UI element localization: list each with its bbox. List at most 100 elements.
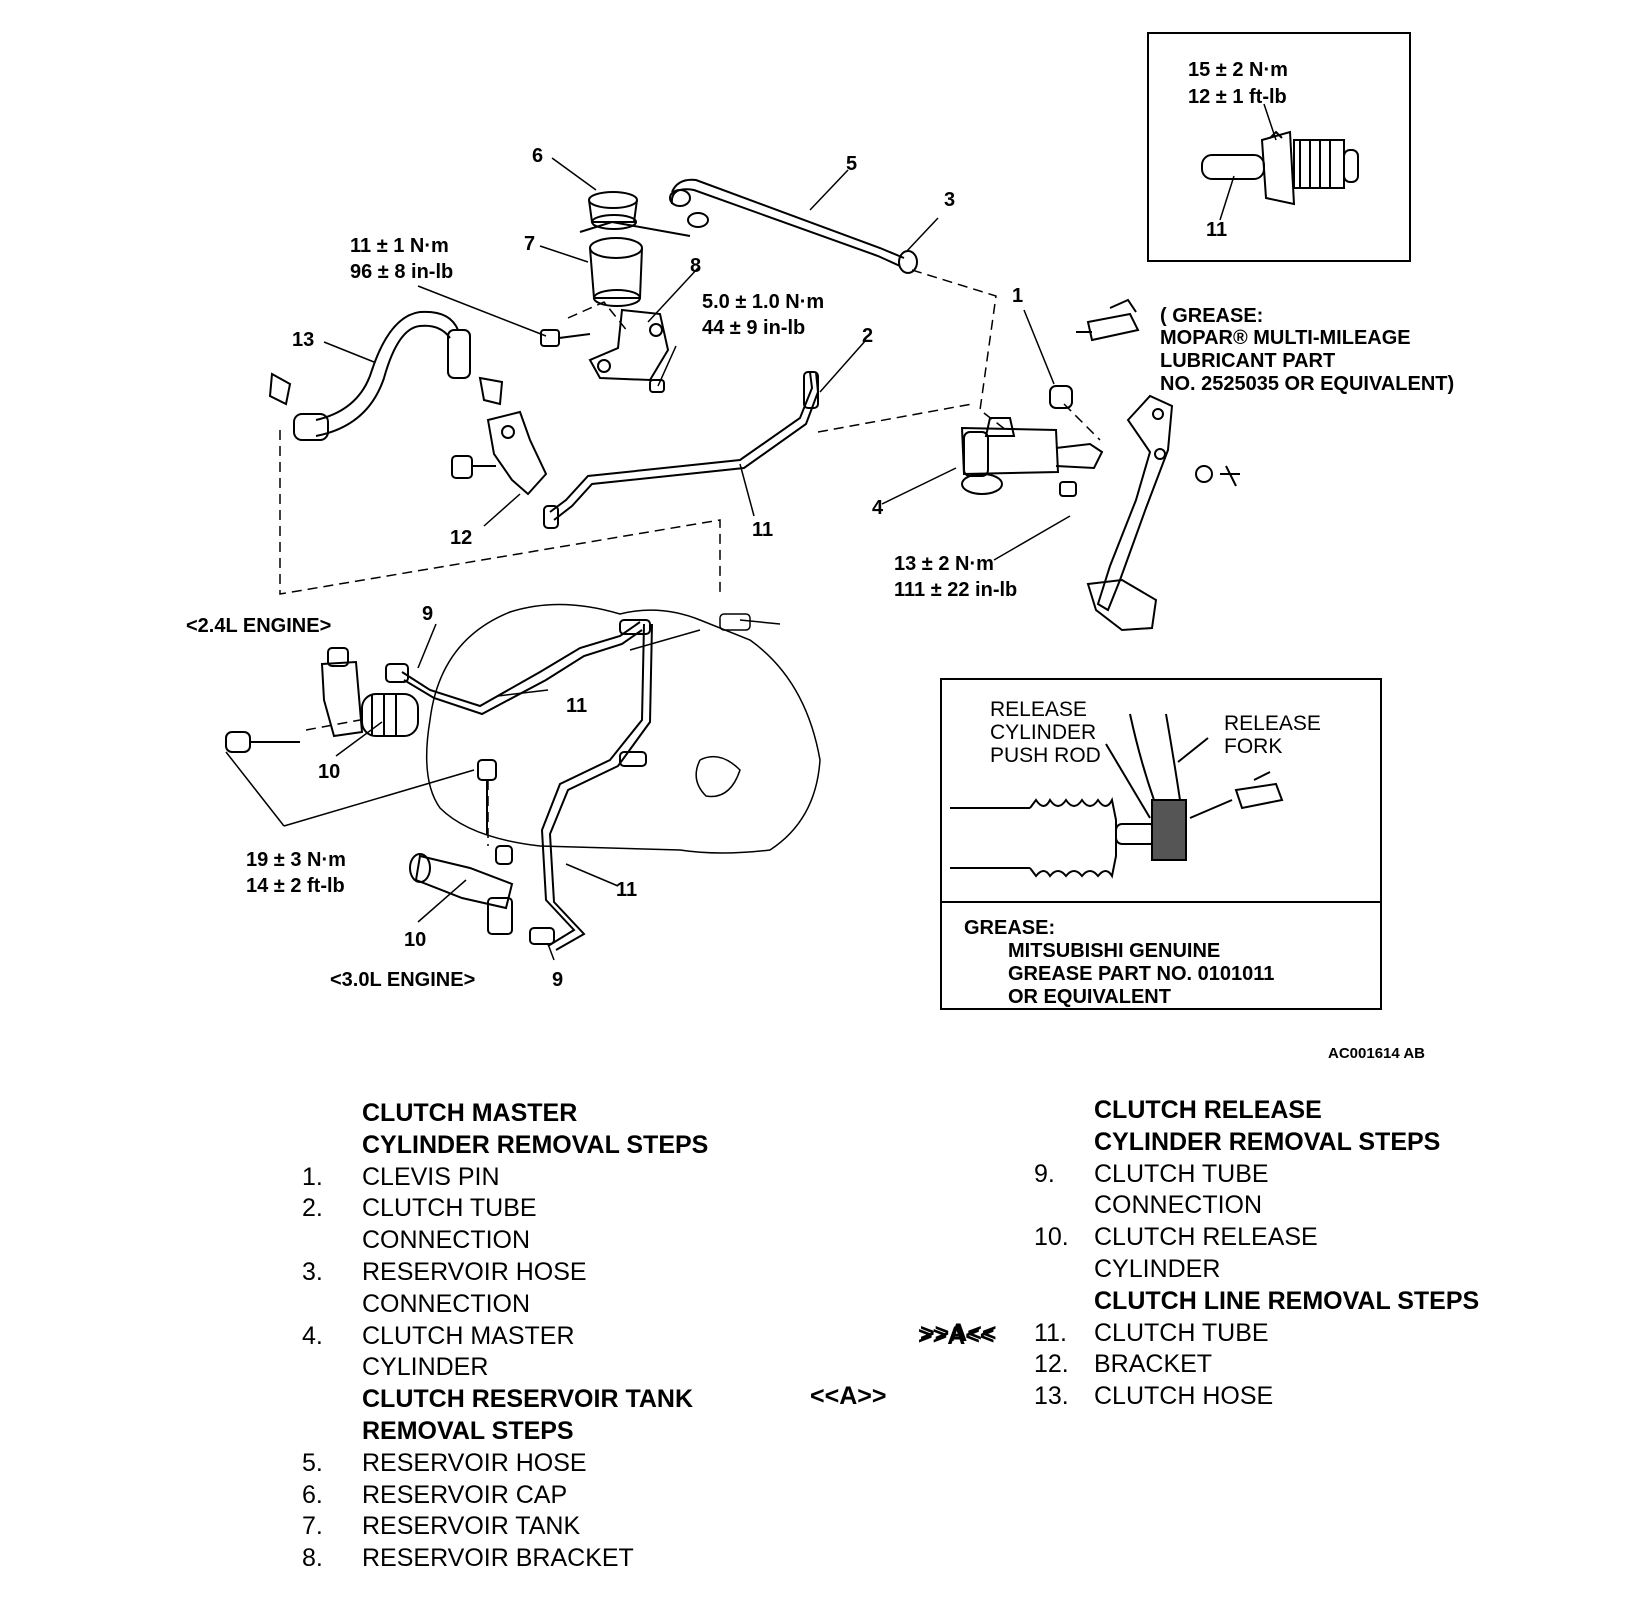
inset-grease-line2: MITSUBISHI GENUINE — [1008, 940, 1220, 962]
release-cylinder-2-4-drawing — [225, 647, 419, 753]
torque-inset-ftlb: 12 ± 1 ft-lb — [1188, 86, 1287, 108]
step-number: 6. — [302, 1480, 323, 1509]
step-number: 13. — [1034, 1382, 1069, 1411]
torque-master-nm: 13 ± 2 N·m — [894, 553, 994, 575]
master-steps-header-2: CYLINDER REMOVAL STEPS — [362, 1130, 709, 1159]
fork-label-2: FORK — [1224, 735, 1282, 758]
torque-release-nm: 19 ± 3 N·m — [246, 849, 346, 871]
engine-label-3-0l: <3.0L ENGINE> — [330, 969, 475, 991]
step-text: RESERVOIR HOSE — [362, 1448, 587, 1477]
callout-11: 11 — [616, 879, 637, 901]
torque-release-ftlb: 14 ± 2 ft-lb — [246, 875, 345, 897]
torque-reservoir-nm: 5.0 ± 1.0 N·m — [702, 291, 824, 313]
fork-label-1: RELEASE — [1224, 712, 1321, 735]
step-8: 8.RESERVOIR BRACKET — [302, 1543, 1022, 1575]
service-point-mark: <<A>> — [810, 1381, 887, 1410]
push-rod-label-2: CYLINDER — [990, 721, 1096, 744]
transmission-outline — [425, 603, 821, 854]
torque-master-inlb: 111 ± 22 in-lb — [894, 579, 1017, 601]
grease-note-line4: NO. 2525035 OR EQUIVALENT) — [1160, 373, 1454, 395]
step-text: CLEVIS PIN — [362, 1162, 500, 1191]
inset-grease-line3: GREASE PART NO. 0101011 — [1008, 963, 1274, 985]
step-6: 6. RESERVOIR CAP — [302, 1480, 1022, 1512]
callout-9: 9 — [552, 969, 563, 991]
clutch-exploded-diagram: 6 5 3 7 8 1 13 2 4 11 12 9 11 10 11 10 9… — [186, 32, 1454, 1062]
tube-fitting-drawing — [1201, 130, 1359, 206]
figure-code: AC001614 AB — [1328, 1045, 1425, 1062]
line-bracket-drawing — [451, 410, 548, 496]
torque-inset-nm: 15 ± 2 N·m — [1188, 59, 1288, 81]
line-steps-header: CLUTCH LINE REMOVAL STEPS — [1094, 1286, 1480, 1315]
step-12: 12. BRACKET — [1034, 1349, 1634, 1381]
callout-8: 8 — [690, 255, 701, 277]
step-text: CLUTCH RELEASE — [1094, 1223, 1318, 1252]
step-number: 3. — [302, 1257, 323, 1286]
master-steps-header-1: CLUTCH MASTER — [362, 1099, 578, 1127]
leader-lines — [225, 103, 1277, 961]
step-10: 10. CLUTCH RELEASE — [1034, 1222, 1634, 1254]
right-removal-steps: CLUTCH RELEASE CYLINDER REMOVAL STEPS 9.… — [810, 1095, 1634, 1413]
step-text-cont: CYLINDER — [362, 1353, 489, 1382]
step-number: 10. — [1034, 1223, 1069, 1252]
clutch-tube-upper-drawing — [543, 371, 820, 529]
release-detail-drawing — [950, 713, 1284, 879]
step-text: CLUTCH TUBE — [1094, 1318, 1269, 1347]
step-text: RESERVOIR TANK — [362, 1512, 581, 1541]
callout-2: 2 — [862, 325, 873, 347]
step-text-cont: CONNECTION — [1094, 1191, 1263, 1220]
grease-note-line3: LUBRICANT PART — [1160, 350, 1335, 372]
push-rod-label-3: PUSH ROD — [990, 744, 1101, 767]
callout-7: 7 — [524, 233, 535, 255]
step-text: BRACKET — [1094, 1350, 1213, 1379]
inset-grease-line1: GREASE: — [964, 917, 1055, 939]
step-text: CLUTCH MASTER — [362, 1321, 575, 1350]
step-13: 13. CLUTCH HOSE — [1034, 1381, 1634, 1413]
callout-10: 10 — [318, 761, 340, 783]
callout-11: 11 — [752, 519, 773, 541]
callout-11: 11 — [566, 695, 587, 717]
callout-10: 10 — [404, 929, 426, 951]
step-text-cont: CYLINDER — [1094, 1254, 1221, 1283]
grease-icon — [1076, 298, 1140, 342]
release-steps-header-2: CYLINDER REMOVAL STEPS — [1094, 1127, 1441, 1156]
step-9: 9. CLUTCH TUBE — [1034, 1159, 1634, 1191]
connection-dashes — [279, 269, 1101, 846]
step-text-cont: CONNECTION — [362, 1226, 531, 1255]
step-text: CLUTCH HOSE — [1094, 1382, 1274, 1411]
step-11: 11.CLUTCH TUBE<<A>>>>A<< — [810, 1318, 1634, 1410]
grease-note-line2: MOPAR® MULTI-MILEAGE — [1160, 327, 1411, 349]
step-2: 2.CLUTCH TUBE — [302, 1193, 1022, 1225]
step-number: 7. — [302, 1512, 323, 1541]
step-1: 1. CLEVIS PIN — [302, 1162, 1022, 1194]
reservoir-tank-drawing — [579, 191, 691, 307]
reservoir-steps-header-2: REMOVAL STEPS — [362, 1416, 574, 1445]
engine-label-2-4l: <2.4L ENGINE> — [186, 615, 331, 637]
step-text: RESERVOIR CAP — [362, 1480, 568, 1509]
step-number: 5. — [302, 1448, 323, 1477]
callout-3: 3 — [944, 189, 955, 211]
inset-grease-line4: OR EQUIVALENT — [1008, 986, 1171, 1008]
torque-bracket-bolt-nm: 11 ± 1 N·m — [350, 235, 449, 257]
release-inset-box — [940, 678, 1382, 1010]
step-number: 9. — [1034, 1159, 1055, 1188]
step-7: 7. RESERVOIR TANK — [302, 1511, 1022, 1543]
push-rod-label-1: RELEASE — [990, 698, 1087, 721]
step-number: 4. — [302, 1321, 323, 1350]
service-point-mark: >>A<< — [920, 1318, 997, 1347]
grease-note-line1: ( GREASE: — [1160, 305, 1263, 327]
step-text: CLUTCH TUBE — [1094, 1159, 1269, 1188]
callout-13: 13 — [292, 329, 314, 351]
reservoir-steps-header-1: CLUTCH RESERVOIR TANK — [362, 1385, 694, 1414]
step-number: 1. — [302, 1162, 323, 1191]
step-5: 5. RESERVOIR HOSE — [302, 1448, 1022, 1480]
callout-1: 1 — [1012, 285, 1023, 307]
callout-12: 12 — [450, 527, 472, 549]
clutch-pedal-drawing — [1086, 394, 1240, 632]
clutch-hose-drawing — [268, 310, 504, 441]
callout-9: 9 — [422, 603, 433, 625]
fitting-inset-box — [1147, 32, 1411, 262]
step-number: 12. — [1034, 1350, 1069, 1379]
callout-4: 4 — [872, 497, 884, 519]
master-cylinder-drawing — [960, 385, 1104, 497]
step-text-cont: CONNECTION — [362, 1289, 531, 1318]
